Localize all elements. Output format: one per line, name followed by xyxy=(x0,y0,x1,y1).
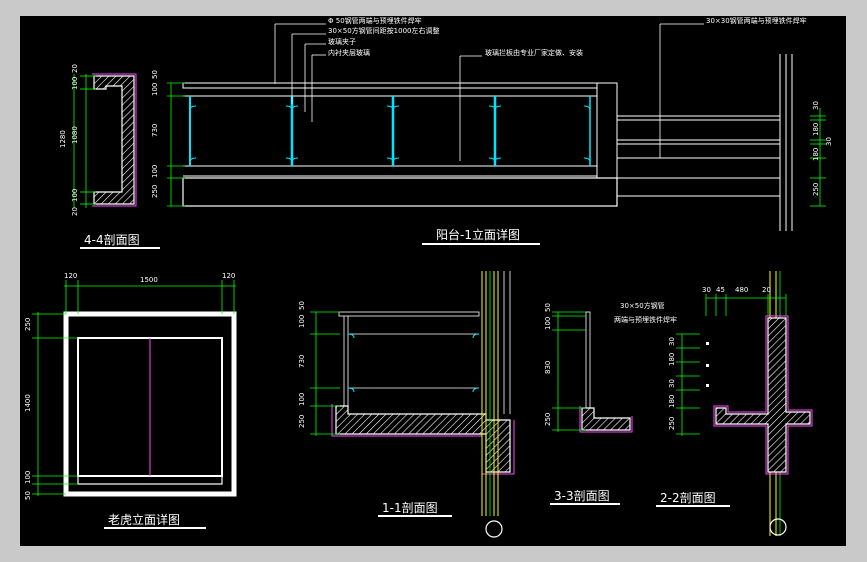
s22-top-dim-0: 30 xyxy=(702,286,711,294)
s22-top-dim-1: 45 xyxy=(716,286,725,294)
annotation-a8: 两端与预埋铁件焊牢 xyxy=(614,315,677,324)
tiger-top-dim-0: 120 xyxy=(64,272,77,280)
annotation-a2: 30×50方钢管间距按1000左右调整 xyxy=(328,26,440,35)
s11-dim-1: 100 xyxy=(298,315,306,328)
elev-r-dim-4: 250 xyxy=(812,183,820,196)
tiger-window-elevation: 120 1500 120 250 1400 100 50 xyxy=(24,272,237,500)
s11-dim-3: 100 xyxy=(298,393,306,406)
s33-dim-0: 50 xyxy=(544,303,552,312)
section-2-2: 30 45 480 20 30 180 30 180 250 30×50方钢管 … xyxy=(614,271,813,536)
s11-dim-0: 50 xyxy=(298,301,306,310)
s22-left-dim-2: 30 xyxy=(668,379,676,388)
s22-left-dim-1: 180 xyxy=(668,353,676,366)
s44-dim-5: 1280 xyxy=(59,130,67,148)
s22-left-dim-0: 30 xyxy=(668,337,676,346)
title-tiger-window: 老虎立面详图 xyxy=(108,512,180,527)
tiger-left-dim-2: 100 xyxy=(24,471,32,484)
cad-drawing: 20 100 1080 100 20 1280 4-4剖面图 xyxy=(24,16,833,538)
annotation-a3: 玻璃夹子 xyxy=(328,37,356,46)
annotation-a6: 30×30钢管两端与预埋铁件焊牢 xyxy=(706,16,807,25)
elev-r-dim-2: 30 xyxy=(825,137,833,146)
balcony-elevation: 50 100 730 100 250 30 180 30 180 250 Φ 5… xyxy=(151,16,833,231)
s11-dim-4: 250 xyxy=(298,415,306,428)
s33-dim-3: 250 xyxy=(544,413,552,426)
s11-dim-2: 730 xyxy=(298,355,306,368)
s22-top-dim-2: 480 xyxy=(735,286,748,294)
cad-canvas[interactable]: 20 100 1080 100 20 1280 4-4剖面图 xyxy=(20,16,846,546)
s44-dim-4: 20 xyxy=(71,207,79,216)
s44-dim-2: 1080 xyxy=(71,126,79,144)
s22-left-dim-4: 250 xyxy=(668,417,676,430)
annotation-a1: Φ 50钢管两端与预埋铁件焊牢 xyxy=(328,16,422,25)
elev-dim-0: 50 xyxy=(151,70,159,79)
s33-dim-1: 100 xyxy=(544,317,552,330)
title-section-3-3: 3-3剖面图 xyxy=(554,489,610,503)
tiger-left-dim-0: 250 xyxy=(24,318,32,331)
elev-r-dim-0: 30 xyxy=(812,101,820,110)
tiger-left-dim-3: 50 xyxy=(24,491,32,500)
annotation-a5: 玻璃拦板由专业厂家定做、安装 xyxy=(485,48,583,57)
elev-dim-1: 100 xyxy=(151,83,159,96)
s22-left-dim-3: 180 xyxy=(668,395,676,408)
elev-dim-3: 100 xyxy=(151,165,159,178)
annotation-a7: 30×50方钢管 xyxy=(620,301,665,310)
section-3-3: 50 100 830 250 xyxy=(544,303,633,433)
s22-top-dim-3: 20 xyxy=(762,286,771,294)
annotation-a4: 内衬夹层玻璃 xyxy=(328,48,370,57)
elev-dim-4: 250 xyxy=(151,185,159,198)
title-elevation: 阳台-1立面详图 xyxy=(436,227,520,242)
elev-r-dim-3: 180 xyxy=(812,148,820,161)
tiger-left-dim-1: 1400 xyxy=(24,394,32,412)
section-1-1: 50 100 730 100 250 xyxy=(298,271,515,538)
section-4-4: 20 100 1080 100 20 1280 xyxy=(59,64,137,216)
s33-dim-2: 830 xyxy=(544,361,552,374)
elev-dim-2: 730 xyxy=(151,124,159,137)
s44-dim-0: 20 xyxy=(71,64,79,73)
s44-dim-3: 100 xyxy=(71,189,79,202)
elev-r-dim-1: 180 xyxy=(812,123,820,136)
tiger-top-dim-2: 120 xyxy=(222,272,235,280)
s44-dim-1: 100 xyxy=(71,77,79,90)
title-section-4-4: 4-4剖面图 xyxy=(84,233,140,247)
tiger-top-dim-1: 1500 xyxy=(140,276,158,284)
title-section-1-1: 1-1剖面图 xyxy=(382,501,438,515)
title-section-2-2: 2-2剖面图 xyxy=(660,491,716,505)
